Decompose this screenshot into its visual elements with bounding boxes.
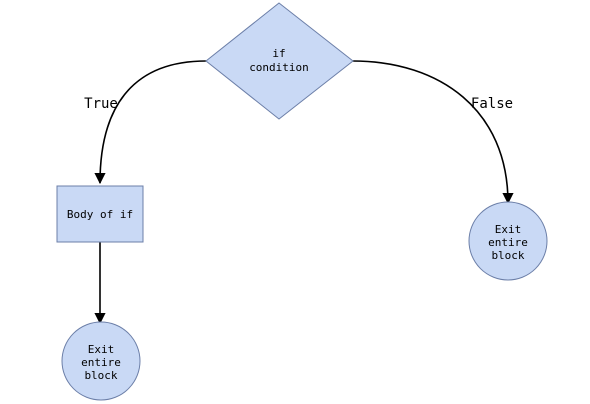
exit-right-node: Exit entire block xyxy=(468,201,548,281)
exit-left-line1: Exit xyxy=(88,343,115,356)
false-label: False xyxy=(471,96,513,112)
false-branch-arrow xyxy=(352,60,514,205)
decision-diamond xyxy=(205,2,354,120)
exit-right-circle xyxy=(468,201,548,281)
exit-left-line3: block xyxy=(84,369,117,382)
body-of-if-box xyxy=(56,185,144,243)
body-of-if-node: Body of if xyxy=(56,185,144,243)
exit-right-line3: block xyxy=(491,249,524,262)
exit-right-line2: entire xyxy=(488,236,528,249)
decision-label-line2: condition xyxy=(249,61,309,74)
decision-node: if condition xyxy=(205,2,354,120)
exit-left-circle xyxy=(61,321,141,401)
exit-left-line2: entire xyxy=(81,356,121,369)
body-of-if-label: Body of if xyxy=(67,208,133,221)
exit-right-line1: Exit xyxy=(495,223,522,236)
exit-left-node: Exit entire block xyxy=(61,321,141,401)
true-branch-arrow xyxy=(94,60,207,185)
decision-label-line1: if xyxy=(272,47,285,60)
true-label: True xyxy=(84,96,118,112)
